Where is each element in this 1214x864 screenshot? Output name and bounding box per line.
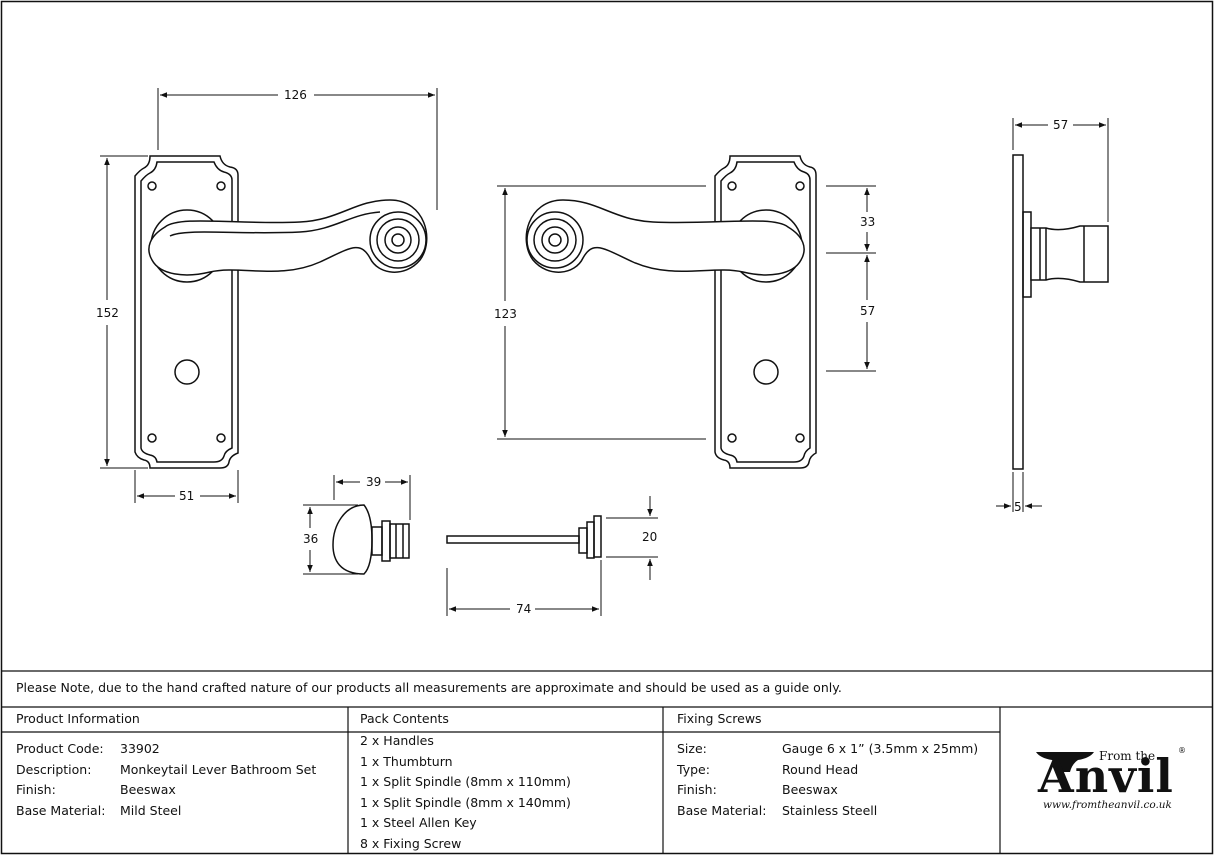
- fixing-screws-header: Fixing Screws: [677, 711, 762, 726]
- disclaimer-note: Please Note, due to the hand crafted nat…: [16, 680, 842, 695]
- right-lever-plate: [525, 155, 817, 469]
- screw-material-label: Base Material:: [677, 803, 767, 818]
- description-value: Monkeytail Lever Bathroom Set: [120, 762, 317, 777]
- dim-spindle-to-keyhole: 57: [860, 304, 875, 318]
- base-material-value: Mild Steel: [120, 803, 182, 818]
- side-view: [1012, 154, 1109, 470]
- finish-value: Beeswax: [120, 782, 176, 797]
- dim-spindle-length: 74: [516, 602, 531, 616]
- dim-thumbturn-diameter: 36: [303, 532, 318, 546]
- description-label: Description:: [16, 762, 92, 777]
- base-material-label: Base Material:: [16, 803, 106, 818]
- pack-item: 1 x Steel Allen Key: [360, 815, 477, 830]
- dimension-labels: 126 152 51 123 33 57 57 5 39 36 20 74: [96, 88, 1068, 616]
- thumbturn: [332, 504, 410, 575]
- pack-contents-header: Pack Contents: [360, 711, 449, 726]
- dim-plate-thickness: 5: [1014, 500, 1022, 514]
- screw-material-value: Stainless Steell: [782, 803, 878, 818]
- dim-spindle-to-top: 33: [860, 215, 875, 229]
- logo-registered-mark: ®: [1178, 746, 1186, 755]
- spindle: [446, 515, 602, 559]
- product-code-value: 33902: [120, 741, 160, 756]
- pack-item: 1 x Split Spindle (8mm x 140mm): [360, 795, 571, 810]
- left-lever-plate: [134, 155, 428, 469]
- anvil-logo-icon: [1036, 752, 1094, 772]
- screw-finish-label: Finish:: [677, 782, 717, 797]
- finish-label: Finish:: [16, 782, 56, 797]
- dim-spindle-height: 20: [642, 530, 657, 544]
- screw-size-value: Gauge 6 x 1” (3.5mm x 25mm): [782, 741, 979, 756]
- pack-item: 8 x Fixing Screw: [360, 836, 462, 851]
- screw-size-label: Size:: [677, 741, 707, 756]
- info-table-grid: [2, 670, 1212, 853]
- dim-side-projection: 57: [1053, 118, 1068, 132]
- dim-plate-width: 126: [284, 88, 307, 102]
- pack-item: 2 x Handles: [360, 733, 434, 748]
- dim-thumbturn-depth: 39: [366, 475, 381, 489]
- pack-item: 1 x Thumbturn: [360, 754, 453, 769]
- logo-brand: Anvil: [1038, 749, 1174, 803]
- pack-item: 1 x Split Spindle (8mm x 110mm): [360, 774, 571, 789]
- dim-plate-base: 51: [179, 489, 194, 503]
- logo-from-the: From the: [1099, 749, 1156, 763]
- logo-url: www.fromtheanvil.co.uk: [1043, 799, 1172, 811]
- dim-lever-projection: 123: [494, 307, 517, 321]
- product-info-header: Product Information: [16, 711, 140, 726]
- dimension-lines: [100, 88, 1109, 616]
- dim-plate-height: 152: [96, 306, 119, 320]
- screw-type-label: Type:: [677, 762, 710, 777]
- screw-finish-value: Beeswax: [782, 782, 838, 797]
- screw-type-value: Round Head: [782, 762, 859, 777]
- product-code-label: Product Code:: [16, 741, 104, 756]
